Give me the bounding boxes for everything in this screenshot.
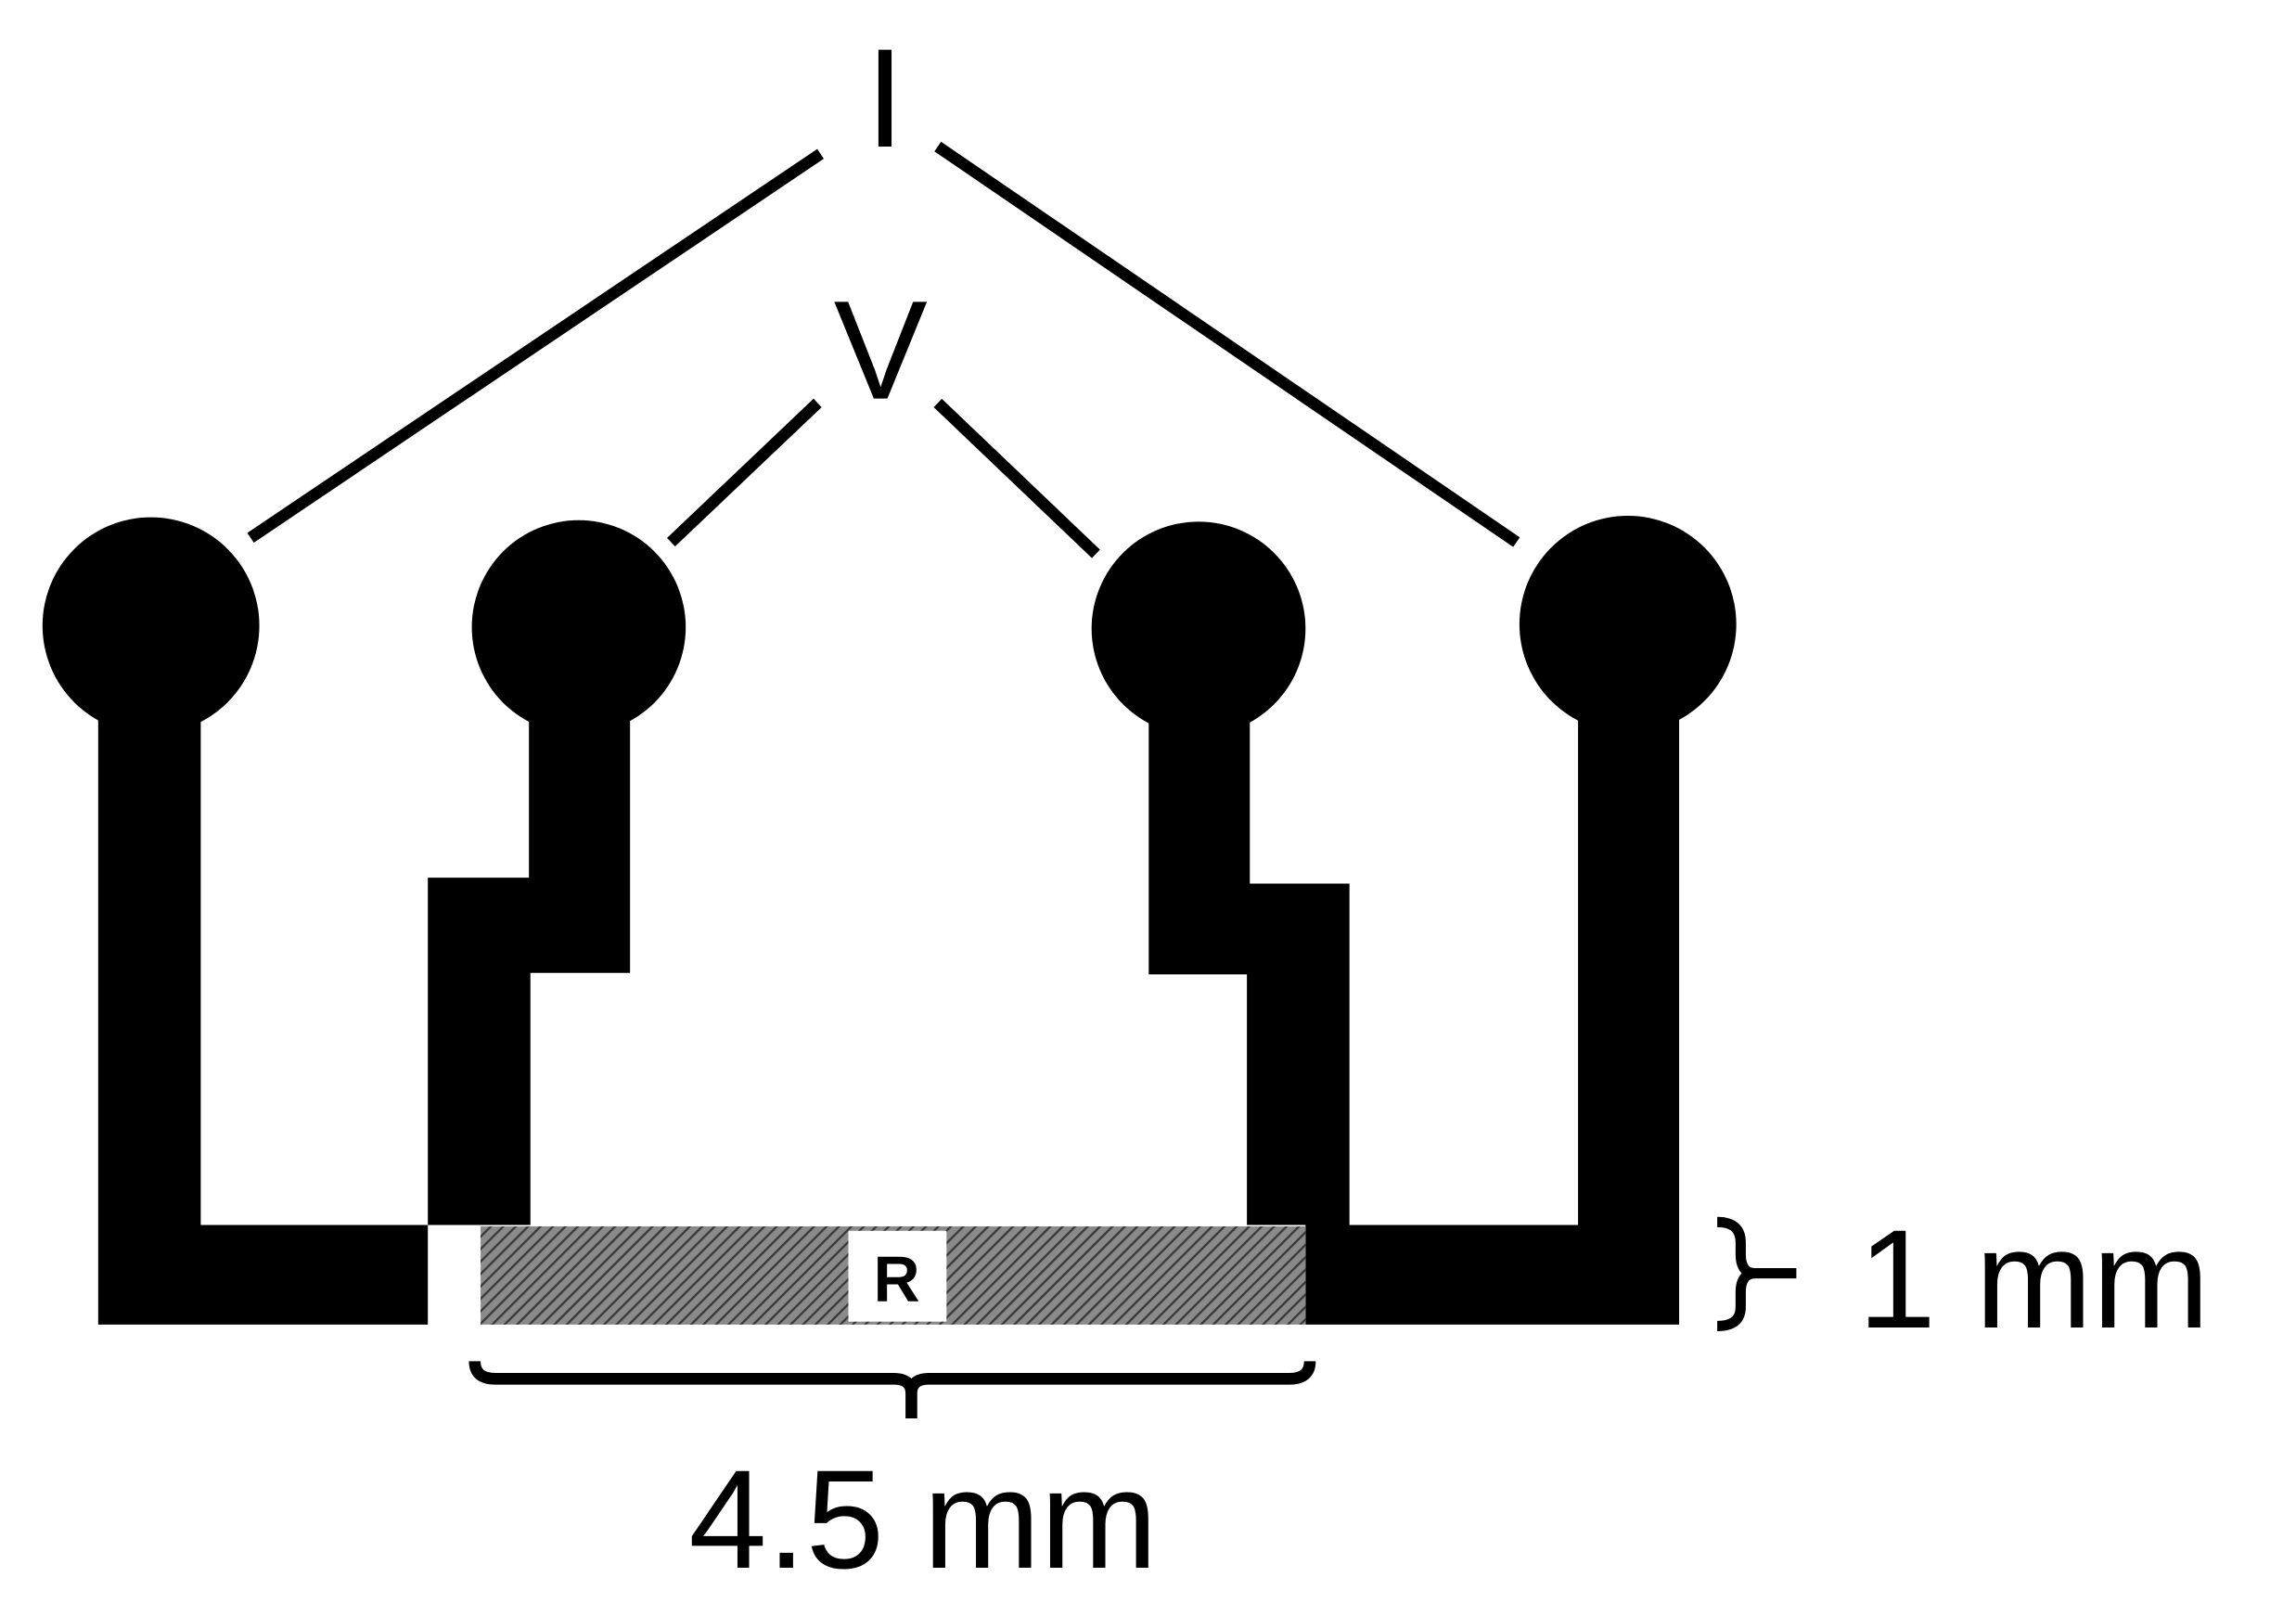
voltage-label: V xyxy=(834,273,928,430)
current-lead-lines xyxy=(247,141,1520,547)
probe-pad-inner-left xyxy=(471,519,686,735)
width-dimension-label: 1 mm xyxy=(1858,1201,2210,1358)
resistor-label-box xyxy=(848,1230,947,1322)
probe-pad-outer-right xyxy=(1519,516,1737,733)
probe-pad-inner-right xyxy=(1091,521,1306,736)
probe-pad-outer-left xyxy=(42,517,260,735)
current-label: I xyxy=(866,20,904,177)
resistor-label: R xyxy=(874,1243,920,1315)
voltage-lead-lines xyxy=(667,398,1100,558)
length-dimension-label: 4.5 mm xyxy=(688,1442,1157,1598)
outer-left-trace xyxy=(42,517,429,1325)
outer-right-trace xyxy=(1305,516,1737,1325)
width-bracket xyxy=(1716,1216,1756,1331)
voltage-lead-right xyxy=(933,398,1100,558)
voltage-lead-left xyxy=(667,398,822,547)
current-lead-left xyxy=(247,148,825,543)
current-lead-right xyxy=(934,141,1520,547)
inner-left-trace xyxy=(428,519,686,1225)
inner-right-trace xyxy=(1091,521,1350,1225)
length-bracket xyxy=(468,1360,1316,1418)
